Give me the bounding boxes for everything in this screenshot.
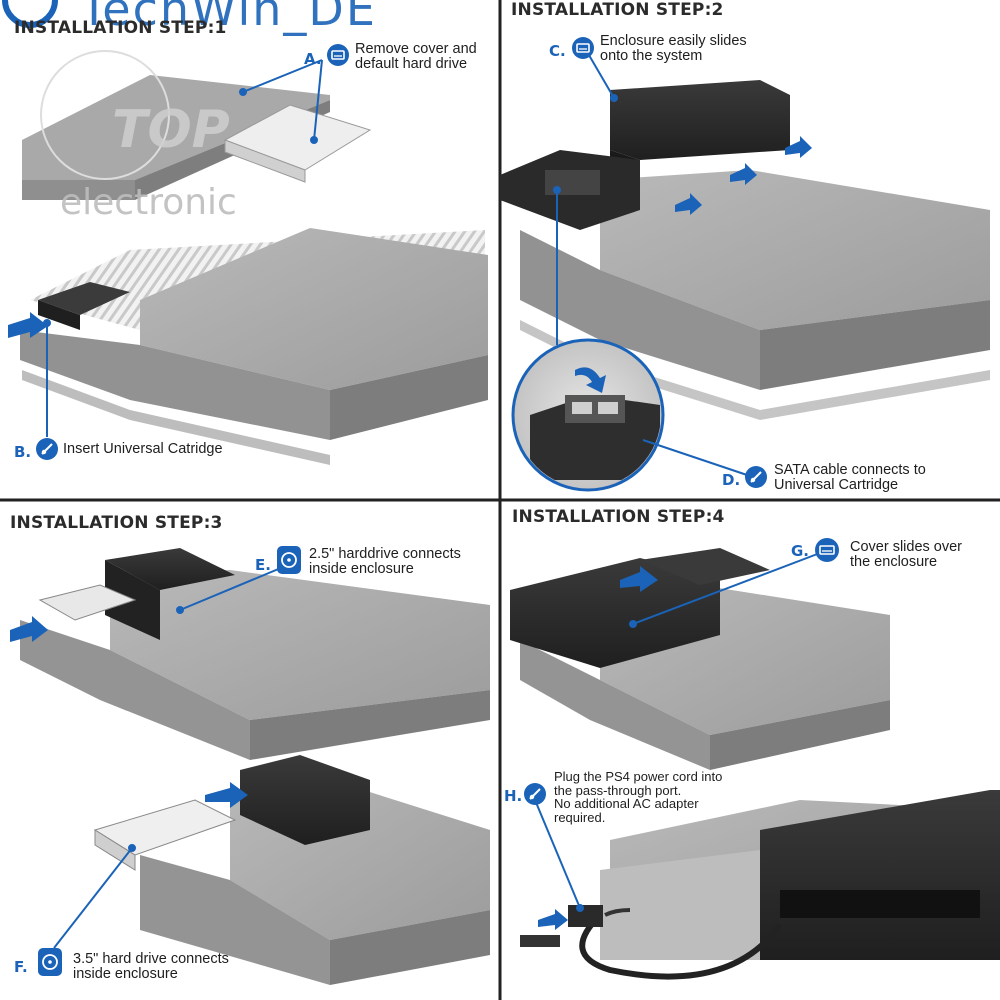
callout-f-text: 3.5" hard drive connects inside enclosur… [73, 951, 229, 983]
callout-h-line-1: Plug the PS4 power cord into [554, 769, 723, 784]
callout-h-line-3: No additional AC adapter [554, 796, 699, 812]
hard-drive-icon [572, 37, 594, 59]
callout-c-line-1: Enclosure easily slides [600, 33, 747, 49]
step4-title: INSTALLATION STEP:4 [512, 507, 725, 527]
step4-illustration [510, 548, 1000, 980]
step1-title: INSTALLATION STEP:1 [14, 18, 227, 38]
watermark-sub-text: electronic [60, 182, 237, 223]
callout-e-letter: E. [255, 556, 271, 574]
callout-f-line-1: 3.5" hard drive connects [73, 951, 229, 967]
callout-g-letter: G. [791, 542, 810, 560]
step3-title: INSTALLATION STEP:3 [10, 513, 223, 533]
watermark-logo-circle [40, 50, 170, 180]
watermark-brand-text: TechWin_DE [80, 0, 377, 36]
callout-g-line-1: Cover slides over [850, 539, 963, 555]
callout-h-line-4: required. [554, 809, 606, 825]
callout-e-line-2: inside enclosure [309, 561, 414, 578]
callout-a-line-2: default hard drive [355, 56, 468, 73]
step2-illustration [500, 80, 990, 492]
callout-e-text: 2.5" harddrive connects inside enclosure [309, 546, 461, 578]
sata-cable-icon [745, 466, 767, 488]
callout-h-line-2: the pass-through port. [554, 782, 682, 798]
callout-h-text: Plug the PS4 power cord into the pass-th… [554, 770, 722, 825]
cartridge-icon [36, 438, 58, 460]
watermark-brand-icon [2, 0, 58, 28]
callout-a-letter: A. [304, 50, 322, 68]
callout-d-line-1: SATA cable connects to [774, 462, 926, 478]
disk-icon [38, 948, 62, 976]
callout-d-text: SATA cable connects to Universal Cartrid… [774, 462, 926, 494]
step2-title: INSTALLATION STEP:2 [511, 0, 724, 20]
callout-f-letter: F. [14, 958, 28, 976]
callout-b-line-1: Insert Universal Catridge [63, 441, 223, 457]
callout-g-text: Cover slides over the enclosure [850, 539, 963, 571]
callout-c-line-2: onto the system [600, 48, 703, 65]
callout-b-letter: B. [14, 443, 32, 461]
watermark-logo-text: TOP [112, 100, 230, 160]
callout-c-text: Enclosure easily slides onto the system [600, 33, 747, 65]
callout-a-line-1: Remove cover and [355, 41, 477, 57]
callout-leader-lines [43, 49, 821, 949]
disk-icon [277, 546, 301, 574]
callout-d-line-2: Universal Cartridge [774, 477, 899, 494]
callout-g-line-2: the enclosure [850, 554, 938, 571]
hard-drive-icon [327, 44, 349, 66]
callout-h-letter: H. [504, 787, 523, 805]
callout-f-line-2: inside enclosure [73, 966, 178, 983]
step1-illustration [8, 75, 488, 465]
callout-d-letter: D. [722, 471, 741, 489]
callout-a-text: Remove cover and default hard drive [355, 41, 477, 73]
callout-e-line-1: 2.5" harddrive connects [309, 546, 461, 562]
step3-illustration [10, 548, 490, 985]
hard-drive-icon [815, 538, 839, 562]
power-plug-icon [524, 783, 546, 805]
callout-c-letter: C. [549, 42, 566, 60]
